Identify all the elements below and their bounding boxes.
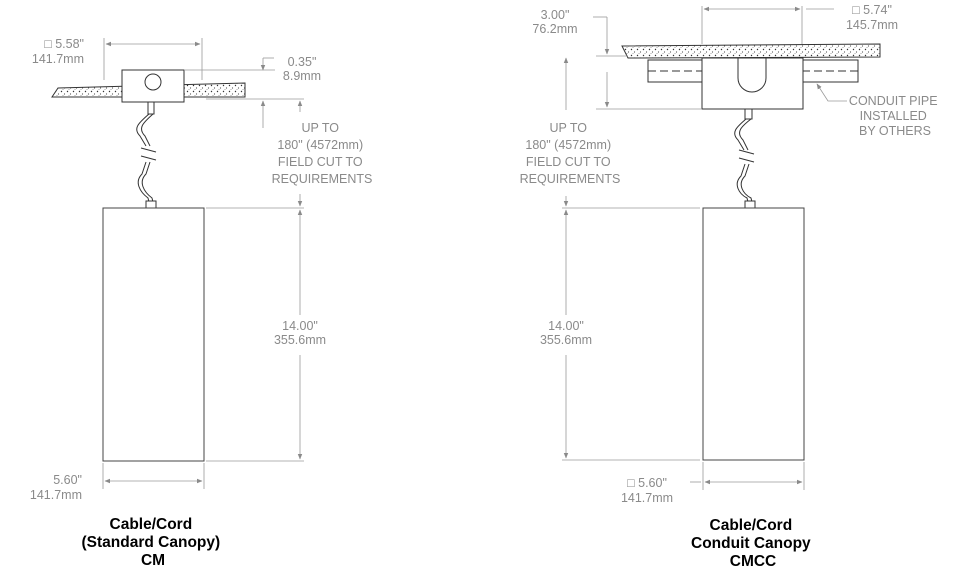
svg-text:Cable/Cord (Standard Can: Cable/Cord (Standard Canopy) CM <box>82 516 225 569</box>
right-canopy-depth-inch: 3.00" <box>541 8 570 22</box>
left-cord-break-icon <box>140 147 157 161</box>
right-fixture: □ 5.74"145.7mm 3.00"76.2mm CONDUIT PIPE … <box>520 3 941 570</box>
right-conduit-canopy <box>701 57 804 110</box>
right-fixture-body <box>702 207 805 461</box>
right-conduit-note-line3: BY OTHERS <box>859 124 931 138</box>
right-caption-line2: Conduit Canopy <box>691 535 811 552</box>
left-fixture: □ 5.58"141.7mm 0.35"8.9mm UP TO 180" (45… <box>30 37 372 569</box>
left-fixture-height-mm: 355.6mm <box>274 333 326 347</box>
svg-text:□ 5.74"145.7mm: □ 5.74"145.7mm <box>846 3 898 32</box>
left-canopy-size-inch: □ 5.58" <box>44 37 84 51</box>
right-caption-line1: Cable/Cord <box>710 517 793 534</box>
left-caption-line3: CM <box>141 552 165 569</box>
left-fixture-width-inch: 5.60" <box>53 473 82 487</box>
right-canopy-size-inch: □ 5.74" <box>852 3 892 17</box>
left-cord-length-line1: UP TO <box>301 121 339 135</box>
left-cord-length-line4: REQUIREMENTS <box>272 172 373 186</box>
left-caption-line1: Cable/Cord <box>110 516 193 533</box>
right-canopy-depth-mm: 76.2mm <box>532 22 577 36</box>
right-caption-line3: CMCC <box>730 553 777 570</box>
right-cord-length-line4: REQUIREMENTS <box>520 172 621 186</box>
right-fixture-width-inch: □ 5.60" <box>627 476 667 490</box>
right-cord-break-icon <box>738 149 755 163</box>
right-cord-length-line1: UP TO <box>549 121 587 135</box>
left-canopy-size-mm: 141.7mm <box>32 52 84 66</box>
right-canopy-knockout-icon <box>737 58 767 93</box>
left-cord-length-line2: 180" (4572mm) <box>277 138 363 152</box>
svg-text:0.35"8.9mm: 0.35"8.9mm <box>283 55 321 83</box>
right-cord-length-line2: 180" (4572mm) <box>525 138 611 152</box>
right-cord-length-line3: FIELD CUT TO <box>526 155 611 169</box>
left-fixture-height-inch: 14.00" <box>282 319 318 333</box>
svg-text:□ 5.60"141.7mm: □ 5.60"141.7mm <box>621 476 673 505</box>
svg-text:UP TO 180" (4572mm): UP TO 180" (4572mm) FIELD CUT TO REQUIRE… <box>520 121 621 186</box>
right-conduit-note-line2: INSTALLED <box>860 109 927 123</box>
left-canopy-knockout-icon <box>144 73 162 91</box>
left-fixture-width-mm: 141.7mm <box>30 488 82 502</box>
right-ceiling-slab <box>621 43 881 59</box>
left-cord-length-line3: FIELD CUT TO <box>278 155 363 169</box>
left-canopy-height-mm: 8.9mm <box>283 69 321 83</box>
svg-text:Cable/Cord Conduit Canop: Cable/Cord Conduit Canopy CMCC <box>691 517 815 570</box>
left-fixture-body <box>102 207 205 462</box>
right-fixture-width-mm: 141.7mm <box>621 491 673 505</box>
left-cord-upper <box>136 113 154 147</box>
svg-text:14.00"355.6mm: 14.00"355.6mm <box>274 319 326 347</box>
right-conduit-note-line1: CONDUIT PIPE <box>849 94 938 108</box>
left-cord-lower <box>137 161 155 207</box>
svg-text:3.00"76.2mm: 3.00"76.2mm <box>532 8 577 36</box>
right-cord-lower <box>736 163 754 207</box>
svg-text:UP TO 180" (4572mm): UP TO 180" (4572mm) FIELD CUT TO REQUIRE… <box>272 121 373 186</box>
svg-text:5.60"141.7mm: 5.60"141.7mm <box>30 473 82 502</box>
svg-text:□ 5.58"141.7mm: □ 5.58"141.7mm <box>32 37 84 66</box>
right-cord-upper <box>734 118 752 151</box>
left-canopy-height-inch: 0.35" <box>288 55 317 69</box>
svg-text:CONDUIT PIPE INSTALLED: CONDUIT PIPE INSTALLED BY OTHERS <box>849 94 941 138</box>
right-fixture-height-inch: 14.00" <box>548 319 584 333</box>
right-canopy-size-mm: 145.7mm <box>846 18 898 32</box>
left-caption-line2: (Standard Canopy) <box>82 534 221 551</box>
right-fixture-height-mm: 355.6mm <box>540 333 592 347</box>
svg-text:14.00"355.6mm: 14.00"355.6mm <box>540 319 592 347</box>
